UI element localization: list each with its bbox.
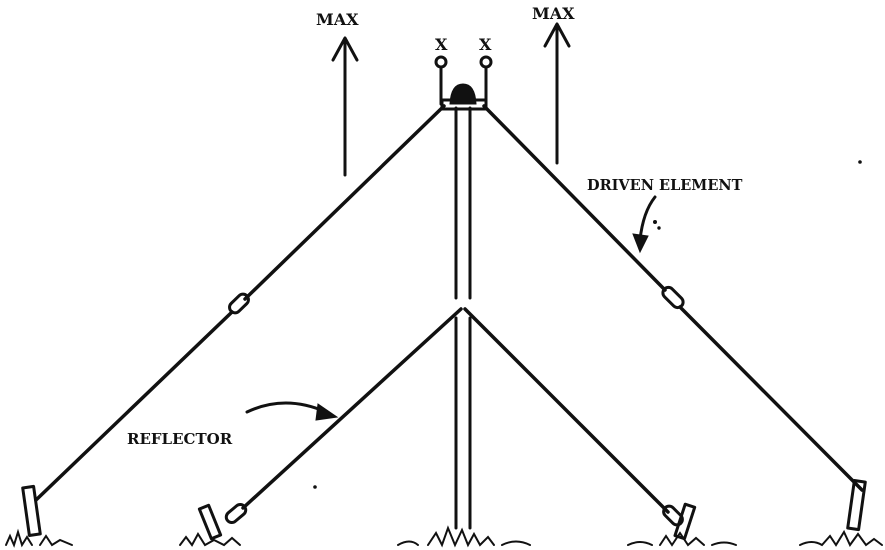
reflector-insulator-left: [224, 502, 248, 525]
grass-far-left: [5, 528, 73, 548]
driven-element: [34, 104, 864, 502]
driven-element-insulator-right: [661, 285, 685, 310]
grass-inner-right: [627, 531, 737, 547]
reflector: [241, 307, 670, 514]
driven-element-callout-arrow: [632, 195, 657, 254]
mast: [454, 106, 472, 530]
stake-inner-right: [673, 502, 697, 541]
stake-inner-left: [197, 503, 223, 541]
terminal-label-left: X: [435, 35, 448, 54]
max-arrow-left: [331, 36, 359, 177]
max-label-right: MAX: [532, 4, 575, 23]
grass-far-right: [799, 529, 883, 547]
feed-terminal-right: [479, 55, 493, 106]
driven-element-insulator-left: [228, 292, 250, 315]
driven-element-label: DRIVEN ELEMENT: [587, 177, 743, 194]
grass-inner-left: [179, 532, 241, 547]
reflector-label: REFLECTOR: [127, 430, 233, 448]
reflector-insulator-right: [662, 504, 684, 527]
reflector-callout-arrow: [245, 401, 339, 421]
terminal-label-right: X: [479, 35, 492, 54]
max-arrow-right: [543, 22, 571, 165]
feed-terminal-left: [434, 55, 448, 106]
grass-center: [397, 525, 531, 548]
stake-far-left: [21, 484, 42, 537]
scan-specks: [313, 160, 862, 489]
max-label-left: MAX: [316, 10, 359, 29]
stake-far-right: [846, 479, 867, 532]
top-insulator: [440, 83, 488, 111]
